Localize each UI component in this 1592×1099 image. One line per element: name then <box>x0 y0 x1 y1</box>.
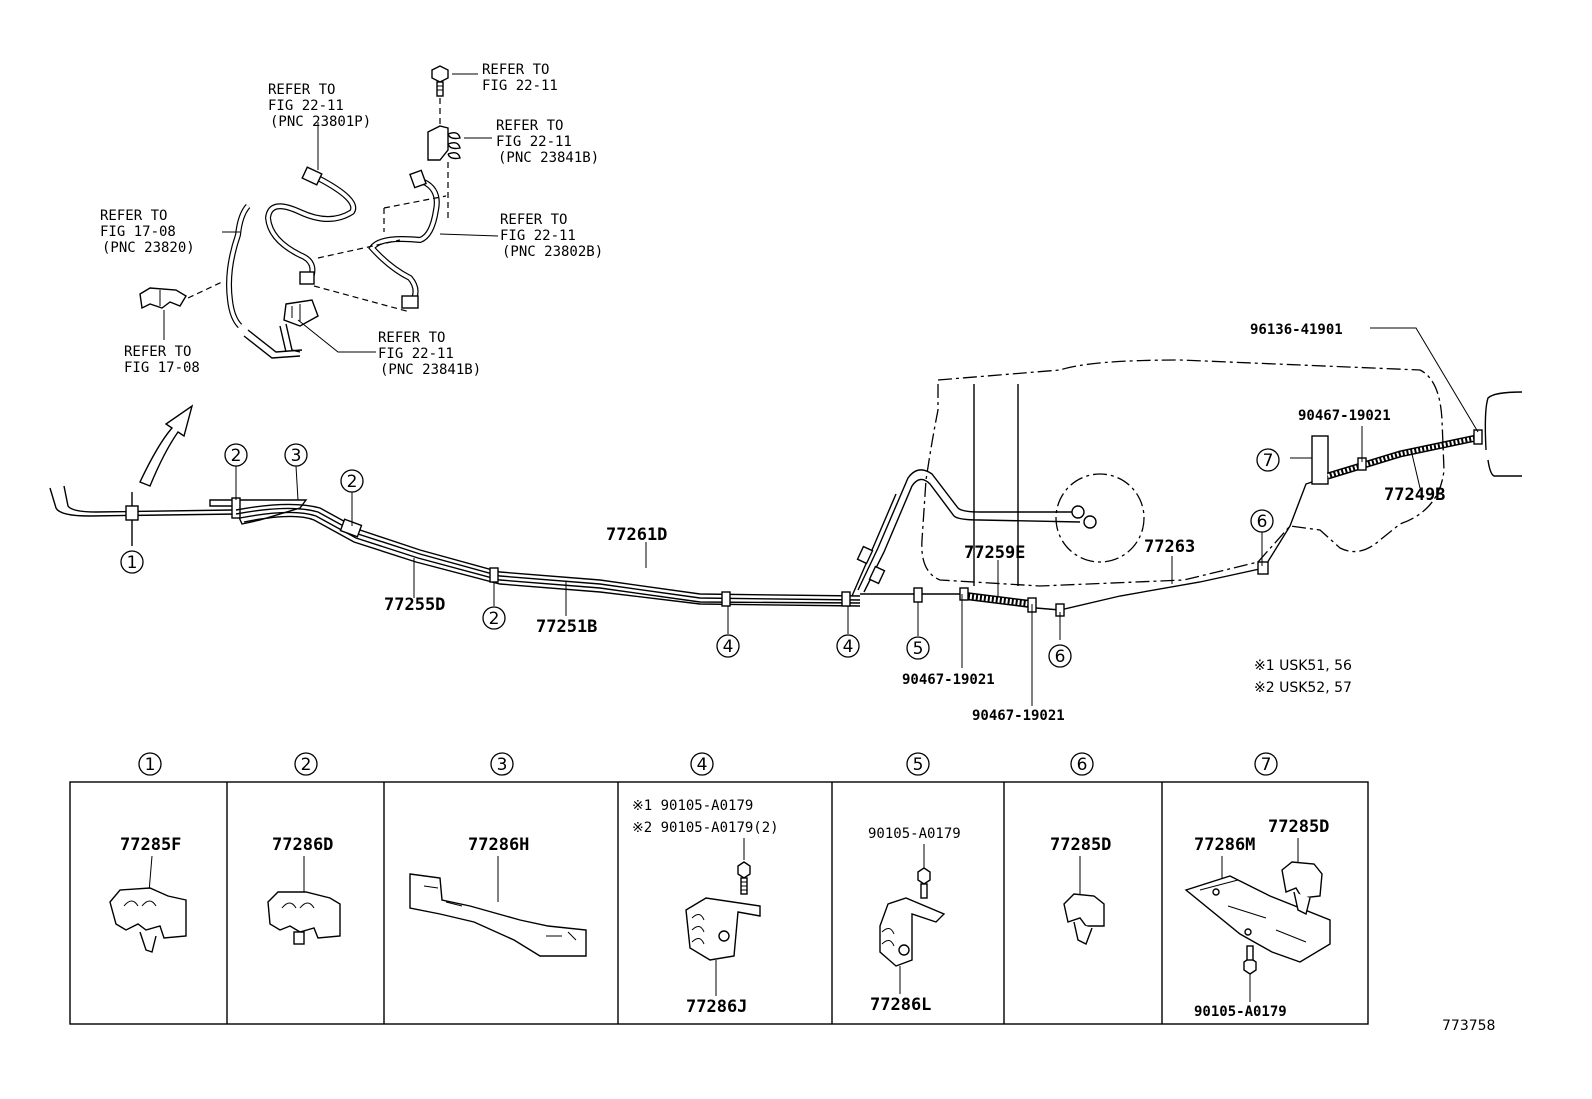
fuel-line-assembly <box>49 359 1523 617</box>
clip-77286d-icon <box>267 891 341 945</box>
ref-17-08-1: REFER TO <box>124 344 191 360</box>
bracket-77286h-icon <box>409 873 587 957</box>
svg-text:6: 6 <box>1055 647 1066 667</box>
ref-top-bolt-1: REFER TO <box>482 62 549 78</box>
part-90467-top: 90467-19021 <box>1298 408 1391 424</box>
legend-table: 1 2 3 4 5 6 7 77285F 77286D 77286H <box>69 752 1369 1025</box>
ref-23820-3: (PNC 23820) <box>102 240 195 256</box>
svg-text:2: 2 <box>347 472 358 492</box>
legend-77286h: 77286H <box>468 835 529 855</box>
part-96136-41901: 96136-41901 <box>1250 322 1343 338</box>
ref-23841b-top-1: REFER TO <box>496 118 563 134</box>
clip-1-icon <box>125 505 139 521</box>
legend-4-note2: ※2 90105-A0179(2) <box>632 820 779 836</box>
svg-text:3: 3 <box>291 446 302 466</box>
legend-num-4: 4 <box>697 755 708 775</box>
ref-23802b-3: (PNC 23802B) <box>502 244 603 260</box>
bracket-23841b-lower-icon <box>283 299 319 327</box>
clamp-77286l-icon <box>879 897 946 967</box>
hose-fitting-icon <box>299 166 427 309</box>
legend-7-bolt: 90105-A0179 <box>1194 1004 1287 1020</box>
part-77255d: 77255D <box>384 595 445 615</box>
ref-23802b-1: REFER TO <box>500 212 567 228</box>
part-77249b: 77249B <box>1384 485 1445 505</box>
ref-23841b-bottom-3: (PNC 23841B) <box>380 362 481 378</box>
clip-2-icon <box>339 518 363 538</box>
legend-77286j: 77286J <box>686 997 747 1017</box>
svg-text:5: 5 <box>913 639 924 659</box>
legend-77285f: 77285F <box>120 835 181 855</box>
legend-num-1: 1 <box>145 755 156 775</box>
svg-text:7: 7 <box>1263 451 1274 471</box>
ref-23801p-2: FIG 22-11 <box>268 98 344 114</box>
part-77261d: 77261D <box>606 525 667 545</box>
legend-77285d-7: 77285D <box>1268 817 1329 837</box>
ref-17-08-2: FIG 17-08 <box>124 360 200 376</box>
legend-num-6: 6 <box>1077 755 1088 775</box>
svg-text:1: 1 <box>127 553 138 573</box>
clamp-77286j-icon <box>685 897 761 961</box>
clip-77285f-icon <box>109 887 187 953</box>
bolt-90105-icon <box>737 861 751 895</box>
ref-23801p-3: (PNC 23801P) <box>270 114 371 130</box>
svg-text:2: 2 <box>489 609 500 629</box>
ref-23841b-top-2: FIG 22-11 <box>496 134 572 150</box>
clip-77285d-7-icon <box>1281 861 1323 916</box>
ref-23820-1: REFER TO <box>100 208 167 224</box>
legend-77286m: 77286M <box>1194 835 1255 855</box>
svg-text:6: 6 <box>1257 512 1268 532</box>
part-77251b: 77251B <box>536 617 597 637</box>
legend-num-3: 3 <box>497 755 508 775</box>
ref-23801p-1: REFER TO <box>268 82 335 98</box>
part-90467-a: 90467-19021 <box>902 672 995 688</box>
svg-text:4: 4 <box>723 637 734 657</box>
figure-id: 773758 <box>1442 1018 1495 1034</box>
part-77259e: 77259E <box>964 543 1025 563</box>
detail-view <box>139 65 499 359</box>
note-1: ※1 USK51, 56 <box>1254 658 1352 674</box>
svg-text:4: 4 <box>843 637 854 657</box>
ref-23841b-bottom-1: REFER TO <box>378 330 445 346</box>
note-2: ※2 USK52, 57 <box>1254 680 1352 696</box>
detail-arrow-icon <box>139 404 194 487</box>
bracket-7-icon <box>1311 435 1329 485</box>
clip-77285d-icon <box>1063 893 1105 945</box>
legend-77286l: 77286L <box>870 995 931 1015</box>
part-77263: 77263 <box>1144 537 1195 557</box>
legend-4-note1: ※1 90105-A0179 <box>632 798 753 814</box>
ref-top-bolt-2: FIG 22-11 <box>482 78 558 94</box>
bolt-icon <box>431 65 478 97</box>
bracket-23841b-upper-icon <box>427 125 492 161</box>
legend-77286d: 77286D <box>272 835 333 855</box>
bolt-90105-7-icon <box>1243 945 1257 975</box>
legend-num-7: 7 <box>1261 755 1272 775</box>
bracket-77286m-icon <box>1184 875 1331 963</box>
ref-23820-2: FIG 17-08 <box>100 224 176 240</box>
bolt-90105-5-icon <box>917 867 931 899</box>
legend-num-5: 5 <box>913 755 924 775</box>
ref-23841b-bottom-2: FIG 22-11 <box>378 346 454 362</box>
svg-text:2: 2 <box>231 446 242 466</box>
clip-17-08-icon <box>139 287 187 340</box>
legend-77285d: 77285D <box>1050 835 1111 855</box>
legend-5-bolt: 90105-A0179 <box>868 826 961 842</box>
ref-23841b-top-3: (PNC 23841B) <box>498 150 599 166</box>
callout-main: 1 2 3 2 2 4 4 5 6 6 7 <box>120 443 1280 668</box>
part-90467-b: 90467-19021 <box>972 708 1065 724</box>
legend-num-2: 2 <box>301 755 312 775</box>
ref-23802b-2: FIG 22-11 <box>500 228 576 244</box>
